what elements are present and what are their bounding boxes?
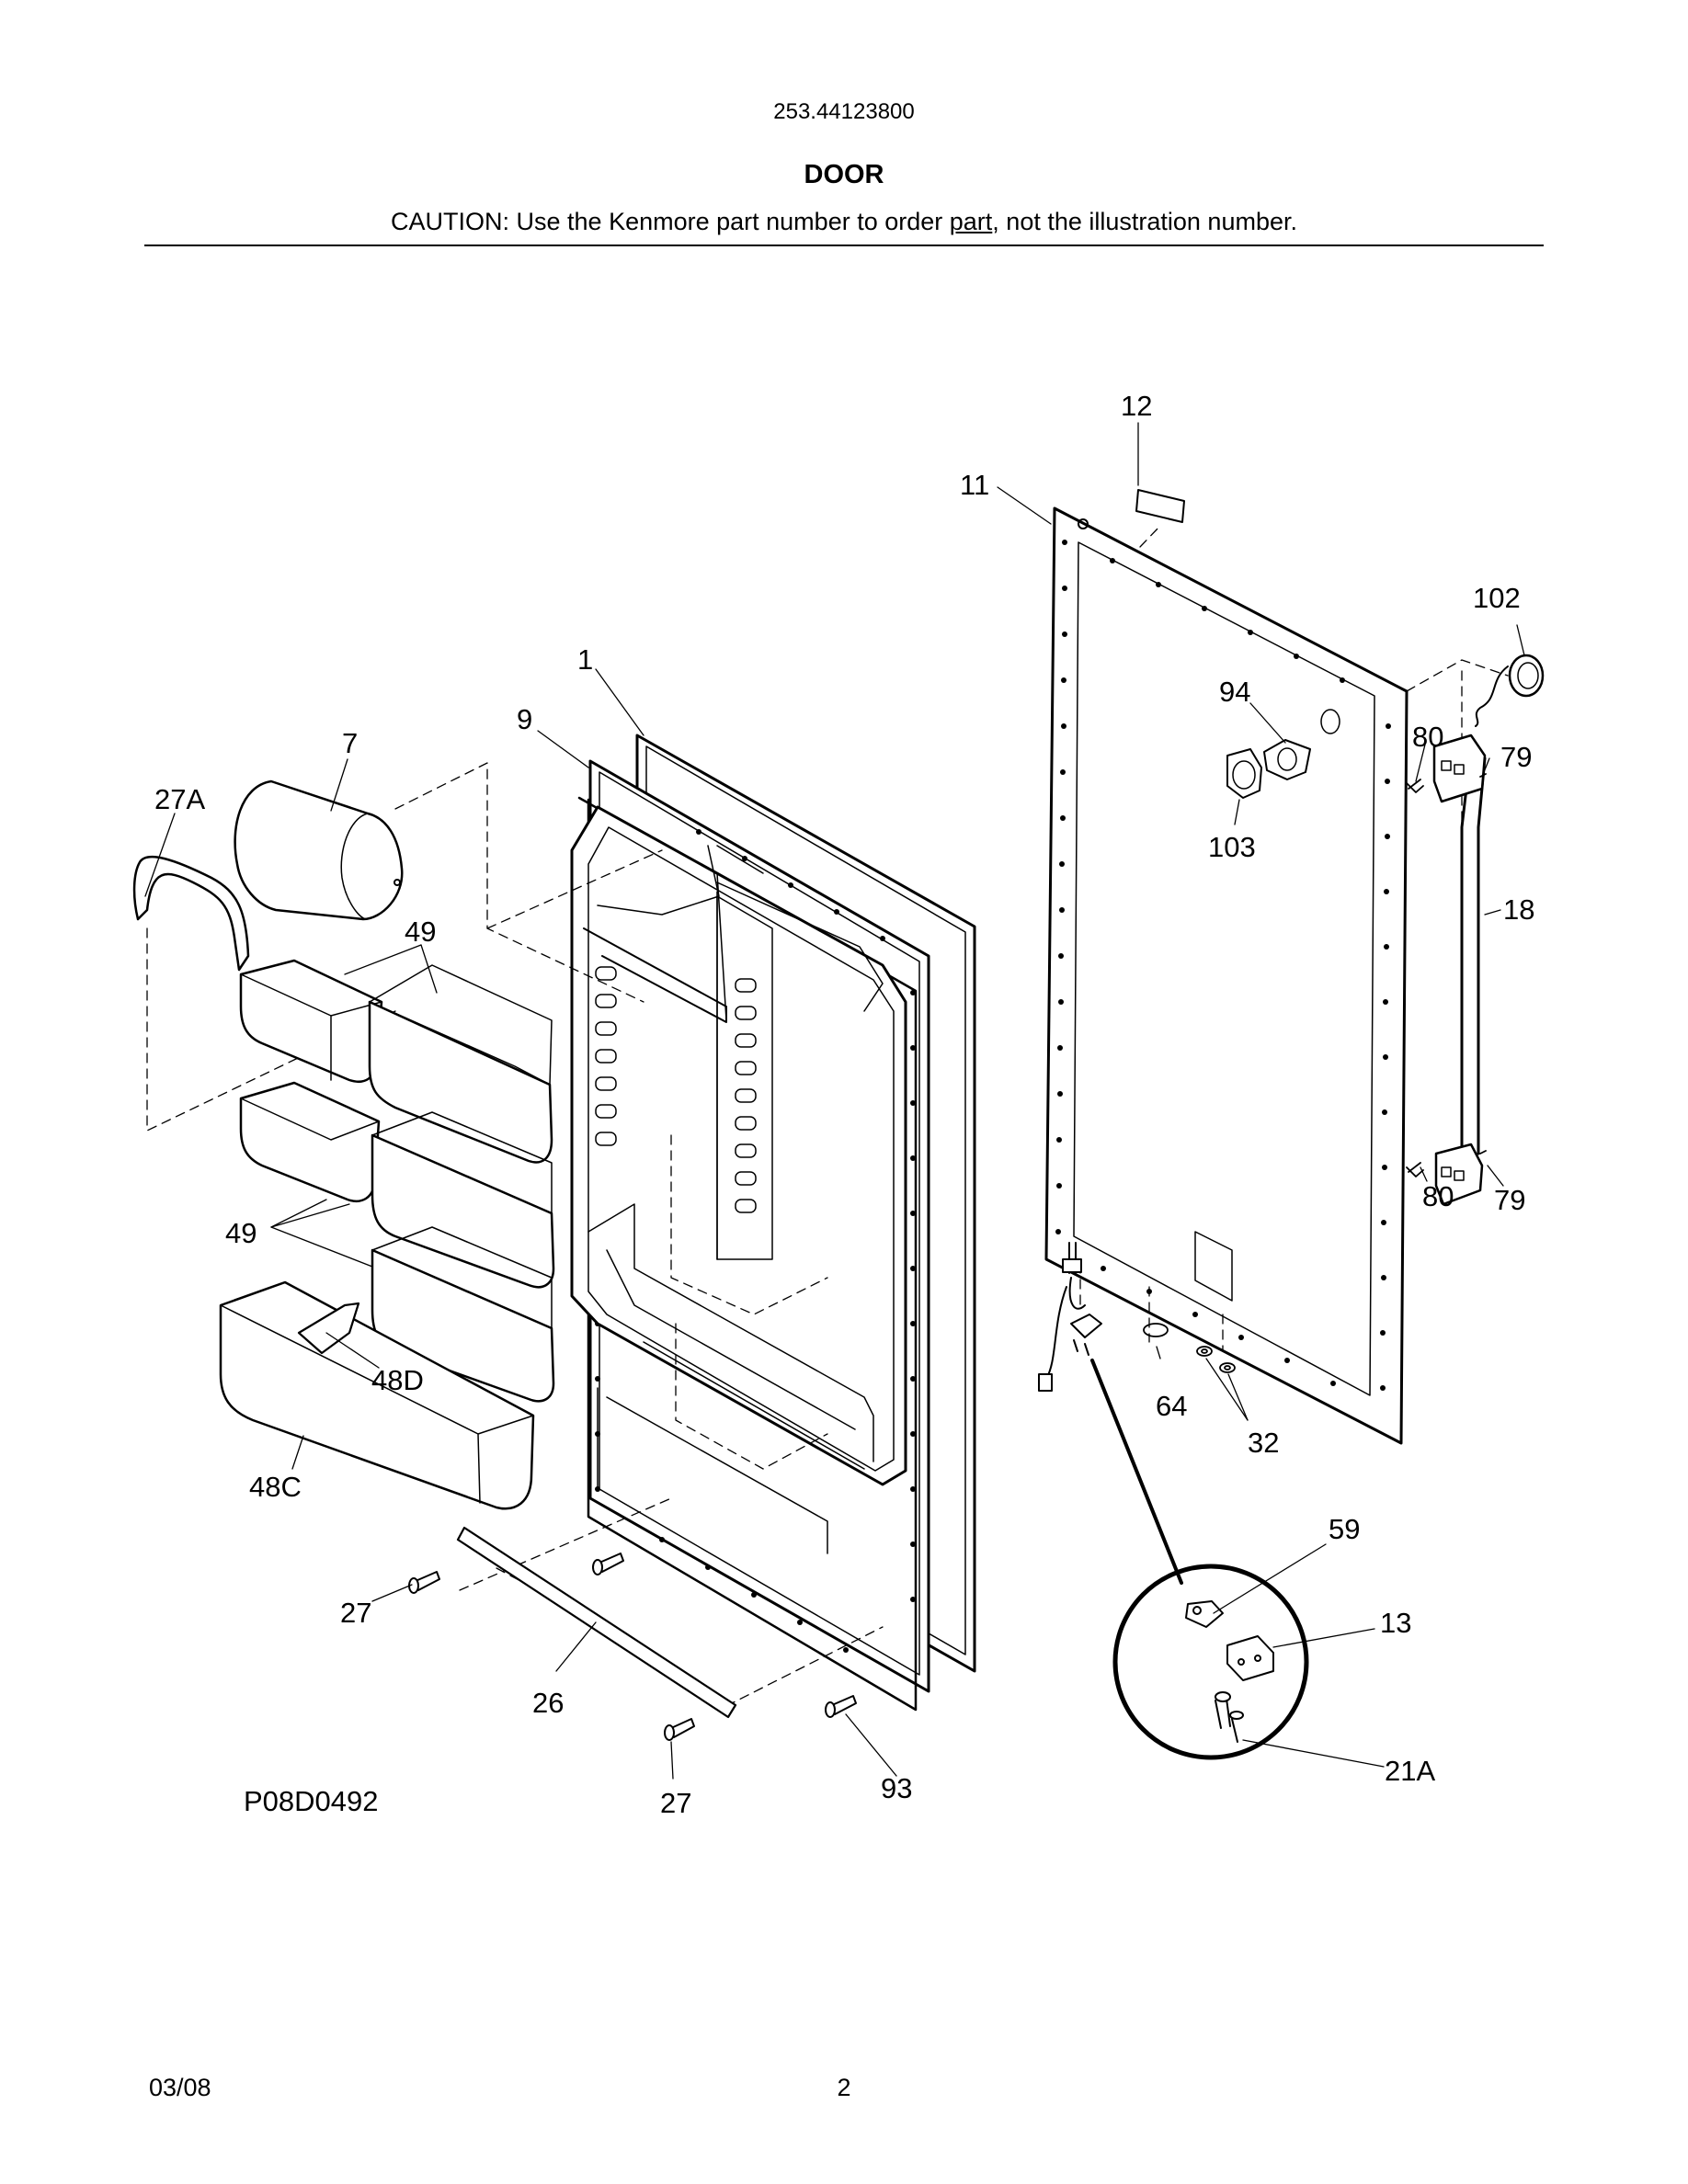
callout-leader-lines (144, 422, 1525, 1780)
callout-26: 26 (532, 1687, 564, 1719)
callout-48c: 48C (249, 1471, 302, 1503)
callout-32: 32 (1248, 1427, 1279, 1459)
callout-49-lower: 49 (225, 1217, 257, 1249)
callout-79-bottom: 79 (1494, 1184, 1525, 1216)
callout-64: 64 (1156, 1390, 1187, 1422)
caution-notice: CAUTION: Use the Kenmore part number to … (0, 208, 1688, 236)
callout-49-upper: 49 (405, 916, 436, 948)
dairy-door-handle (132, 855, 250, 972)
callout-9: 9 (517, 703, 532, 735)
callout-18: 18 (1503, 893, 1534, 926)
door-bins (239, 959, 555, 1403)
callout-93: 93 (881, 1772, 912, 1804)
hinge-detail (1090, 1359, 1309, 1760)
door-trim-strip (456, 1526, 737, 1719)
callout-labels: 12 11 102 1 94 9 7 80 79 27A 103 18 49 4… (154, 390, 1534, 1819)
wire-harness (1038, 1242, 1102, 1392)
callout-12: 12 (1121, 390, 1152, 422)
inner-door-liner (570, 805, 907, 1554)
callout-11: 11 (960, 469, 989, 501)
callout-27-left: 27 (340, 1597, 371, 1629)
callout-48d: 48D (371, 1364, 424, 1396)
callout-79-top: 79 (1500, 741, 1532, 773)
door-label-plate (1135, 489, 1185, 523)
caution-suffix: , not the illustration number. (992, 208, 1297, 235)
model-number: 253.44123800 (773, 99, 915, 124)
screws (408, 1553, 857, 1741)
handle-screws (1406, 773, 1487, 1177)
callout-27a: 27A (154, 783, 205, 815)
callout-21a: 21A (1385, 1755, 1435, 1787)
gallon-door-bin (219, 1280, 535, 1510)
outer-door-panel (1044, 506, 1409, 1445)
door-bushings (1226, 709, 1340, 799)
header-divider (144, 245, 1544, 246)
callout-94: 94 (1219, 676, 1250, 708)
callout-103: 103 (1208, 831, 1256, 863)
section-title: DOOR (804, 160, 884, 189)
callout-80-top: 80 (1412, 721, 1443, 753)
footer-date: 03/08 (149, 2074, 211, 2101)
callout-7: 7 (342, 727, 358, 759)
plug-and-washers (1143, 1323, 1236, 1373)
callout-59: 59 (1329, 1513, 1360, 1545)
dairy-compartment-cover (234, 779, 404, 921)
callout-13: 13 (1380, 1607, 1411, 1639)
assembly-guide-lines (146, 525, 1509, 1707)
page-number: 2 (837, 2074, 851, 2101)
drawing-code: P08D0492 (244, 1785, 379, 1817)
callout-1: 1 (577, 643, 593, 676)
door-stop-assembly (1475, 654, 1545, 727)
caution-underlined-word: part (949, 208, 993, 235)
callout-102: 102 (1473, 582, 1521, 614)
callout-27-bottom: 27 (660, 1787, 691, 1819)
exploded-door-diagram: 12 11 102 1 94 9 7 80 79 27A 103 18 49 4… (132, 390, 1545, 1819)
caution-prefix: CAUTION: Use the Kenmore part number to … (391, 208, 950, 235)
door-handle (1432, 734, 1487, 1206)
callout-80-bottom: 80 (1422, 1180, 1454, 1212)
